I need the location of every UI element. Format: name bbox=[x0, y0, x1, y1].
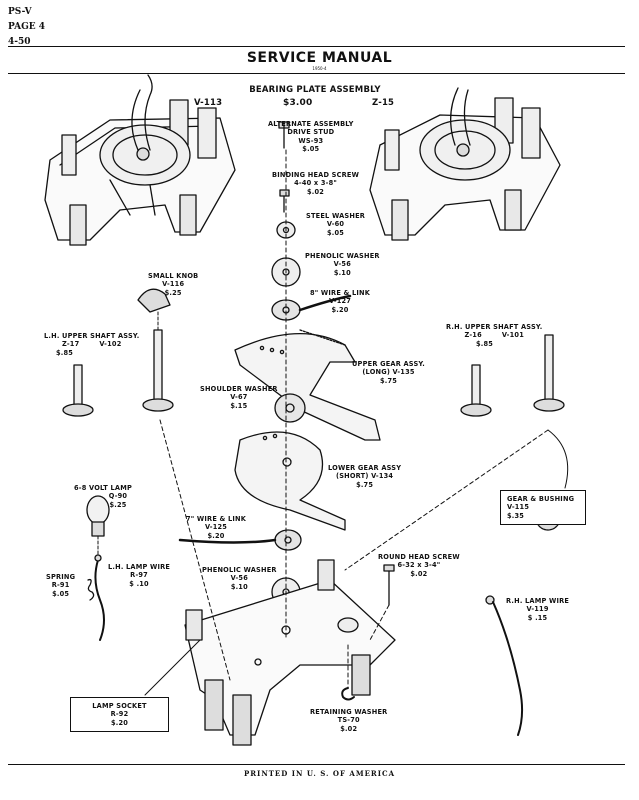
label-lh-lamp-wire: L.H. LAMP WIRE R-97 $ .10 bbox=[108, 563, 171, 588]
label-wire-8: 8" WIRE & LINK V-127 $.20 bbox=[310, 289, 371, 314]
label-shoulder-washer: SHOULDER WASHER V-67 $.15 bbox=[200, 385, 278, 410]
label-binding-head-screw: BINDING HEAD SCREW 4-40 x 3-8" $.02 bbox=[272, 171, 360, 196]
upper-gear-drawing bbox=[234, 329, 381, 441]
shoulder-washer-drawing bbox=[274, 393, 306, 423]
label-drive-stud: ALTERNATE ASSEMBLY DRIVE STUD WS-93 $.05 bbox=[268, 120, 354, 154]
assembly-price: $3.00 bbox=[283, 98, 313, 108]
page-title: SERVICE MANUAL bbox=[246, 50, 393, 66]
label-lower-gear: LOWER GEAR ASSY (SHORT) V-134 $.75 bbox=[328, 464, 402, 489]
label-spring: SPRING R-91 $.05 bbox=[46, 573, 76, 598]
label-rh-lamp-wire: R.H. LAMP WIRE V-119 $ .15 bbox=[506, 597, 570, 622]
bearing-plate-left-drawing bbox=[44, 74, 236, 246]
footer-rule bbox=[8, 764, 625, 765]
label-lamp-socket: LAMP SOCKET R-92 $.20 bbox=[70, 697, 169, 733]
retaining-washer-drawing bbox=[341, 687, 355, 701]
small-knob-drawing bbox=[137, 288, 171, 313]
binding-screw-drawing bbox=[279, 189, 290, 213]
header-rule bbox=[8, 46, 625, 47]
wire-7-link-drawing bbox=[178, 529, 302, 551]
label-phenolic-washer-top: PHENOLIC WASHER V-56 $.10 bbox=[305, 252, 380, 277]
header-page: PAGE 4 bbox=[8, 22, 46, 32]
spring-drawing bbox=[87, 578, 95, 601]
label-lh-upper-shaft: L.H. UPPER SHAFT ASSY. Z-17 V-102 $.85 bbox=[44, 332, 140, 357]
header-series: PS-V bbox=[8, 7, 32, 17]
lh-lamp-wire-drawing bbox=[94, 554, 105, 641]
label-wire-7: 7" WIRE & LINK V-125 $.20 bbox=[186, 515, 247, 540]
label-gear-bushing: GEAR & BUSHING V-115 $.35 bbox=[500, 490, 586, 526]
assembly-left-part: V-113 bbox=[194, 98, 223, 108]
assembly-right-part: Z-15 bbox=[372, 98, 395, 108]
lh-shaft-drawing bbox=[62, 329, 174, 417]
round-screw-drawing bbox=[383, 564, 395, 606]
label-rh-upper-shaft: R.H. UPPER SHAFT ASSY. Z-16 V-101 $.85 bbox=[446, 323, 543, 348]
label-retaining-washer: RETAINING WASHER TS-70 $.02 bbox=[310, 708, 388, 733]
label-steel-washer: STEEL WASHER V-60 $.05 bbox=[306, 212, 366, 237]
assembly-title: BEARING PLATE ASSEMBLY bbox=[249, 85, 381, 95]
bearing-plate-right-drawing bbox=[369, 87, 561, 241]
footer-text: PRINTED IN U. S. OF AMERICA bbox=[243, 769, 396, 778]
lamp-drawing bbox=[86, 495, 110, 537]
page-title-sub: 1950-4 bbox=[312, 66, 327, 71]
label-round-head-screw: ROUND HEAD SCREW 6-32 x 3-4" $.02 bbox=[378, 553, 460, 578]
header-date: 4-50 bbox=[8, 37, 31, 47]
label-upper-gear: UPPER GEAR ASSY. (LONG) V-135 $.75 bbox=[352, 360, 425, 385]
label-phenolic-washer-bottom: PHENOLIC WASHER V-56 $.10 bbox=[202, 566, 277, 591]
base-plate-drawing bbox=[184, 559, 396, 746]
label-small-knob: SMALL KNOB V-116 $.25 bbox=[148, 272, 199, 297]
label-lamp: 6-8 VOLT LAMP Q-90 $.25 bbox=[74, 484, 133, 509]
rh-lamp-wire-drawing bbox=[485, 595, 524, 736]
rh-shaft-drawing bbox=[460, 334, 565, 417]
title-rule bbox=[8, 73, 625, 74]
drive-stud-drawing bbox=[278, 121, 290, 149]
